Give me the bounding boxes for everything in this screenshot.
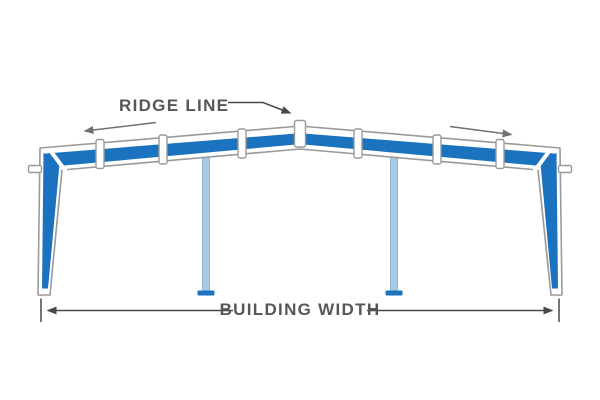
ridge-plate (293, 119, 307, 148)
frame-outline (37, 125, 563, 296)
purlin-clip (237, 128, 247, 159)
base-plate-left (197, 290, 215, 296)
interior-column-left (202, 153, 210, 292)
interior-column-right (390, 153, 398, 292)
ridge-leader-arrow-icon (228, 101, 292, 114)
eave-clip-left (27, 164, 43, 174)
right-knee-splice (532, 148, 553, 173)
right-rafter-web (304, 133, 554, 166)
left-slope-arrow-icon (83, 121, 157, 134)
interior-columns (197, 153, 403, 296)
purlin-clip (158, 134, 168, 165)
purlin-clip (353, 128, 363, 159)
base-plate-right (385, 290, 403, 296)
building-width-dimension (40, 298, 560, 322)
ridge-line-label: RIDGE LINE (119, 96, 230, 115)
left-column-web (42, 153, 60, 289)
right-slope-arrow-icon (449, 125, 513, 138)
purlin-clip (495, 138, 505, 170)
purlin-clips (95, 128, 505, 170)
purlin-clip (432, 134, 442, 165)
eave-clip-right (557, 164, 573, 174)
left-knee-splice (47, 148, 68, 173)
left-rafter-web (46, 133, 296, 166)
purlin-clip (95, 138, 105, 170)
right-column-web (540, 153, 558, 289)
building-width-label: BUILDING WIDTH (219, 300, 381, 319)
